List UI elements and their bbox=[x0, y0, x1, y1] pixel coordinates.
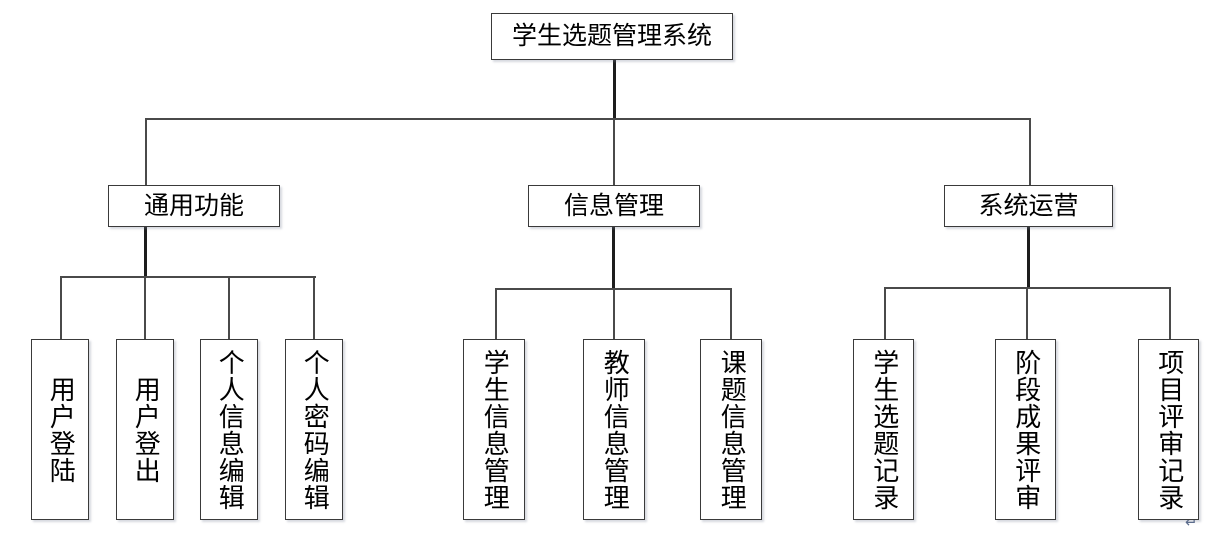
node-branch-2[interactable]: 信息管理 bbox=[528, 185, 700, 227]
node-leaf-2-1[interactable]: 学生信息管理 bbox=[463, 339, 525, 520]
connector-branch3-leaf-drop-2 bbox=[1026, 287, 1028, 340]
node-root[interactable]: 学生选题管理系统 bbox=[491, 13, 733, 60]
connector-branch2-leaf-drop-3 bbox=[730, 288, 732, 340]
connector-branch2-leaf-drop-1 bbox=[495, 288, 497, 340]
connector-branch1-bus bbox=[60, 276, 316, 278]
node-leaf-1-4[interactable]: 个人密码编辑 bbox=[285, 339, 343, 520]
node-leaf-1-2[interactable]: 用户登出 bbox=[116, 339, 174, 520]
connector-level1-bus bbox=[145, 118, 1031, 120]
node-leaf-1-3[interactable]: 个人信息编辑 bbox=[200, 339, 258, 520]
connector-branch2-leaf-drop-2 bbox=[613, 288, 615, 340]
connector-branch1-stem bbox=[144, 227, 147, 278]
connector-branch1-leaf-drop-1 bbox=[60, 276, 62, 340]
connector-branch1-leaf-drop-4 bbox=[313, 276, 315, 340]
connector-branch3-leaf-drop-3 bbox=[1169, 287, 1171, 340]
node-leaf-2-3[interactable]: 课题信息管理 bbox=[700, 339, 762, 520]
connector-root-stem bbox=[613, 60, 616, 119]
connector-branch3-leaf-drop-1 bbox=[884, 287, 886, 340]
connector-branch1-leaf-drop-2 bbox=[144, 276, 146, 340]
node-leaf-3-3[interactable]: 项目评审记录 bbox=[1138, 339, 1199, 520]
node-leaf-2-2[interactable]: 教师信息管理 bbox=[583, 339, 645, 520]
node-branch-1[interactable]: 通用功能 bbox=[108, 185, 280, 227]
connector-branch3-bus bbox=[885, 287, 1171, 289]
node-leaf-1-1[interactable]: 用户登陆 bbox=[31, 339, 89, 520]
connector-branch3-stem bbox=[1027, 227, 1030, 288]
connector-level1-drop-1 bbox=[145, 118, 147, 186]
node-leaf-3-1[interactable]: 学生选题记录 bbox=[853, 339, 914, 520]
connector-branch1-leaf-drop-3 bbox=[228, 276, 230, 340]
node-leaf-3-2[interactable]: 阶段成果评审 bbox=[995, 339, 1056, 520]
connector-level1-drop-3 bbox=[1029, 118, 1031, 186]
connector-branch2-stem bbox=[612, 227, 615, 289]
node-branch-3[interactable]: 系统运营 bbox=[944, 185, 1113, 227]
connector-level1-drop-2 bbox=[613, 118, 615, 186]
